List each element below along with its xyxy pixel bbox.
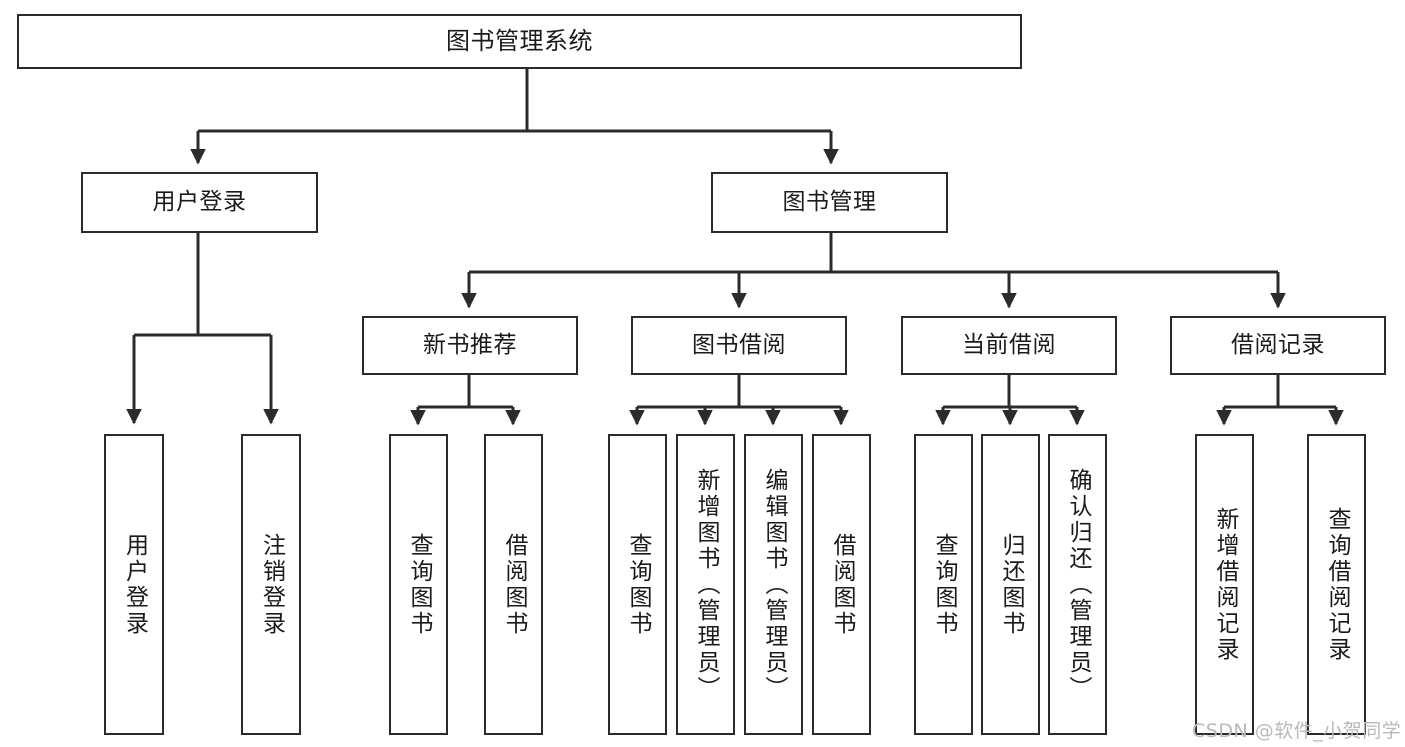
node-leaf-confirm-return-label: 确认归还（管理员） [1065,467,1091,702]
node-leaf-edit-book[interactable]: 编辑图书（管理员） [744,434,803,735]
node-book-manage[interactable]: 图书管理 [711,172,948,233]
node-leaf-query-book-2[interactable]: 查询图书 [608,434,667,735]
node-book-borrow[interactable]: 图书借阅 [631,316,847,375]
node-leaf-borrow-book-2-label: 借阅图书 [829,532,855,637]
node-leaf-edit-book-label: 编辑图书（管理员） [761,467,787,702]
node-borrow-record[interactable]: 借阅记录 [1170,316,1386,375]
node-new-book-recommend-label: 新书推荐 [423,331,517,358]
node-leaf-user-login[interactable]: 用户登录 [104,434,164,735]
node-leaf-add-book-label: 新增图书（管理员） [693,467,719,702]
node-current-borrow-label: 当前借阅 [962,331,1056,358]
watermark: CSDN @软件_小贺同学 [1192,720,1402,742]
node-leaf-borrow-book-2[interactable]: 借阅图书 [812,434,871,735]
node-leaf-query-book-3-label: 查询图书 [931,532,957,637]
node-leaf-add-record-label: 新增借阅记录 [1212,506,1238,663]
node-leaf-user-logout-label: 注销登录 [258,532,285,637]
node-leaf-query-book-3[interactable]: 查询图书 [914,434,973,735]
node-root[interactable]: 图书管理系统 [17,14,1022,69]
node-book-manage-label: 图书管理 [782,188,877,215]
node-user-login-label: 用户登录 [152,188,247,215]
node-leaf-query-book-2-label: 查询图书 [625,532,651,637]
node-leaf-query-record[interactable]: 查询借阅记录 [1307,434,1366,735]
node-leaf-return-book-label: 归还图书 [998,532,1024,637]
node-user-login[interactable]: 用户登录 [81,172,318,233]
node-current-borrow[interactable]: 当前借阅 [901,316,1117,375]
node-book-borrow-label: 图书借阅 [692,331,786,358]
node-leaf-borrow-book-1[interactable]: 借阅图书 [484,434,543,735]
node-leaf-user-login-label: 用户登录 [121,532,148,637]
node-leaf-query-book-1-label: 查询图书 [406,532,432,637]
node-leaf-confirm-return[interactable]: 确认归还（管理员） [1048,434,1107,735]
node-leaf-add-record[interactable]: 新增借阅记录 [1195,434,1254,735]
node-leaf-query-record-label: 查询借阅记录 [1324,506,1350,663]
node-leaf-return-book[interactable]: 归还图书 [981,434,1040,735]
node-new-book-recommend[interactable]: 新书推荐 [362,316,578,375]
node-leaf-add-book[interactable]: 新增图书（管理员） [676,434,735,735]
node-borrow-record-label: 借阅记录 [1231,331,1325,358]
node-leaf-query-book-1[interactable]: 查询图书 [389,434,448,735]
node-leaf-user-logout[interactable]: 注销登录 [241,434,301,735]
node-leaf-borrow-book-1-label: 借阅图书 [501,532,527,637]
node-root-label: 图书管理系统 [446,27,593,56]
